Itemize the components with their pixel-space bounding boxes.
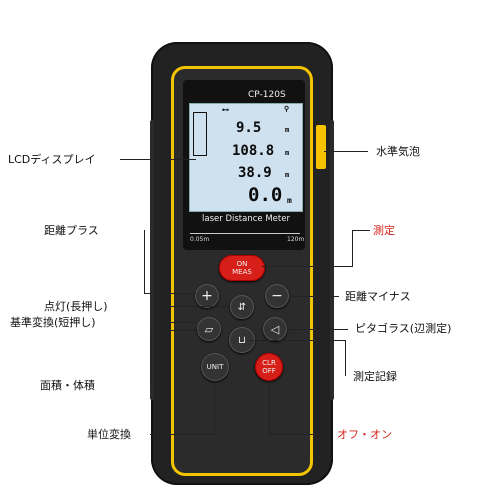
- measure-button[interactable]: ON MEAS: [219, 255, 265, 281]
- leader-offon-v: [269, 381, 270, 434]
- ruler-start: 0.05m: [190, 236, 210, 243]
- light-base-button[interactable]: ⇵: [230, 295, 254, 319]
- off-label: OFF: [262, 367, 276, 375]
- distance-minus-button[interactable]: −: [265, 284, 289, 308]
- label-base: 基準変換(短押し): [10, 316, 96, 329]
- ruler-end: 120m: [287, 236, 305, 243]
- leader-unit-h: [150, 434, 215, 435]
- leader-unit-v: [214, 381, 215, 434]
- bubble-level: [316, 125, 326, 169]
- label-lcd: LCDディスプレイ: [8, 153, 96, 166]
- lcd-main-reading: 0.0: [248, 184, 283, 206]
- leader-lcd: [120, 159, 196, 160]
- clear-off-button[interactable]: CLR OFF: [255, 353, 283, 381]
- lcd-unit-1: m: [285, 126, 290, 134]
- label-measure: 測定: [373, 224, 395, 237]
- leader-plus-v: [144, 230, 145, 293]
- area-volume-button[interactable]: ▱: [197, 317, 221, 341]
- unit-button[interactable]: UNIT: [201, 353, 229, 381]
- label-level: 水準気泡: [376, 145, 420, 158]
- bulb-icon: ⚲: [284, 105, 290, 113]
- label-light: 点灯(長押し): [44, 300, 108, 313]
- record-icon: ⊔: [238, 334, 246, 346]
- side-grip-right: [330, 120, 334, 400]
- lcd-unit-3: m: [285, 171, 290, 179]
- distance-plus-button[interactable]: +: [195, 284, 219, 308]
- leader-record-v: [345, 340, 346, 376]
- leader-measure-to-button: [262, 266, 353, 267]
- lcd-reading-1: 9.5: [236, 120, 262, 136]
- lcd-main-unit: m: [287, 196, 292, 205]
- leader-measure-h: [352, 230, 370, 231]
- label-unit: 単位変換: [87, 428, 131, 441]
- leader-light: [150, 306, 230, 307]
- leader-base: [158, 322, 196, 323]
- lcd-display: [189, 103, 303, 212]
- label-off-on: オフ・オン: [337, 428, 392, 441]
- leader-measure-v: [352, 230, 353, 266]
- laser-icon: ⊷: [222, 106, 229, 114]
- measure-meas-label: MEAS: [232, 268, 252, 276]
- measure-on-label: ON: [236, 260, 248, 268]
- leader-minus: [289, 296, 339, 297]
- banner-text: laser Distance Meter: [202, 214, 290, 224]
- plus-icon: +: [201, 288, 213, 304]
- label-pythagoras: ピタゴラス(辺測定): [355, 322, 452, 335]
- lcd-reading-3: 38.9: [238, 165, 272, 181]
- side-grip-left: [150, 120, 154, 400]
- leader-pythag: [288, 329, 348, 330]
- leader-record-h: [250, 340, 346, 341]
- battery-icon: [193, 112, 207, 156]
- leader-plus-h: [144, 293, 196, 294]
- model-name: CP-120S: [248, 90, 286, 100]
- minus-icon: −: [271, 288, 283, 304]
- lcd-reading-2: 108.8: [232, 143, 275, 159]
- ruler: [190, 229, 300, 234]
- label-distance-plus: 距離プラス: [44, 224, 99, 237]
- area-volume-icon: ▱: [204, 322, 214, 336]
- leader-offon-h: [269, 434, 329, 435]
- label-distance-minus: 距離マイナス: [345, 290, 411, 303]
- light-base-icon: ⇵: [237, 301, 247, 313]
- leader-area-h: [150, 330, 198, 331]
- clr-label: CLR: [262, 359, 276, 367]
- label-area-volume: 面積・体積: [40, 379, 95, 392]
- leader-area-v: [150, 330, 151, 385]
- unit-button-label: UNIT: [206, 363, 224, 371]
- leader-level: [324, 151, 368, 152]
- pythagoras-button[interactable]: ◁: [263, 317, 287, 341]
- pythagoras-icon: ◁: [270, 322, 280, 336]
- lcd-unit-2: m: [285, 149, 290, 157]
- label-record: 測定記録: [353, 370, 397, 383]
